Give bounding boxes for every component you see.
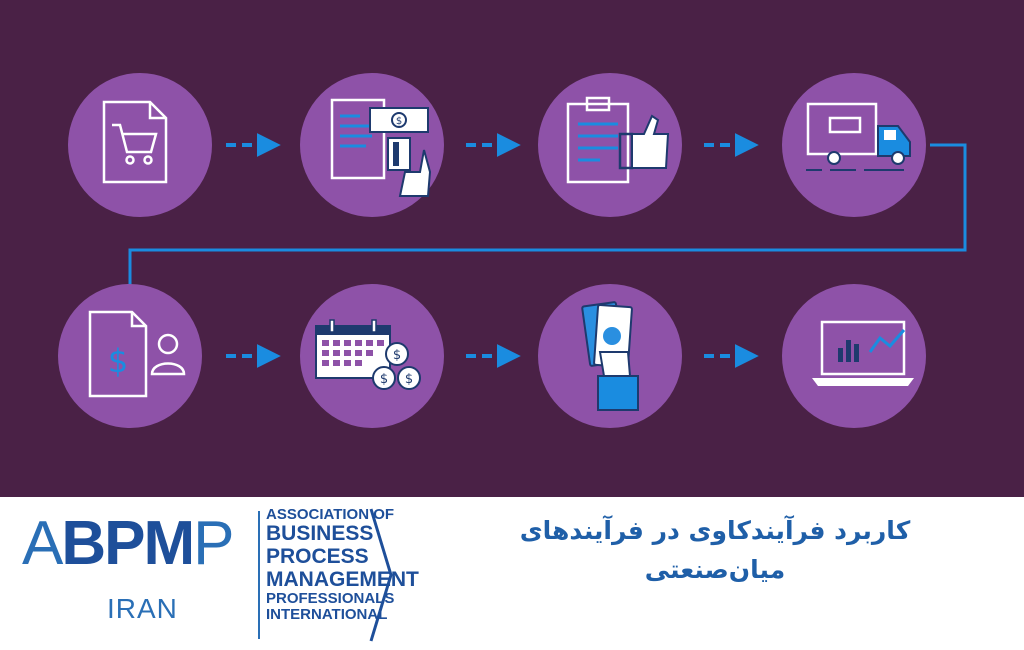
svg-text:$: $ [393,348,401,363]
coin-icon: $ [372,366,396,390]
clipboard-approval-icon [566,96,670,184]
coin-icon: $ [397,366,421,390]
logo-country: IRAN [107,593,178,624]
abpmp-iran-logo: ABPMP IRAN ASSOCIATION OF BUSINESS PROCE… [12,505,419,645]
step-3-circle [538,73,682,217]
title-line-1: کاربرد فرآیندکاوی در فرآیندهای [519,516,911,545]
step-8-circle [782,284,926,428]
step-5-circle: $ [58,284,202,428]
title-line-2: میان‌صنعتی [644,554,786,584]
logo-line-2: BUSINESS [266,522,374,546]
logo-line-5: PROFESSIONALS [266,590,395,608]
logo-chevron-icon [369,508,393,642]
footer-banner [0,497,1024,650]
logo-line-4: MANAGEMENT [266,567,419,591]
calendar-payments-icon: $ $ $ [315,319,421,390]
step-2-circle: $ [300,73,444,217]
process-diagram-panel: $ [0,0,1024,497]
invoice-card-payment-icon: $ [330,98,432,197]
row-connector-line [128,143,967,290]
process-flow-diagram: $ [58,73,967,428]
logo-line-1: ASSOCIATION OF [266,506,395,523]
step-4-circle [782,73,926,217]
logo-wordmark: ABPMP [22,509,235,578]
coin-icon: $ [385,342,409,366]
step-1-circle [68,73,212,217]
step-6-circle: $ $ $ [300,284,444,428]
svg-text:$: $ [405,372,413,387]
customer-invoice-icon [88,310,186,398]
logo-line-6: INTERNATIONAL [266,606,388,624]
svg-text:$: $ [396,116,402,127]
page-title: کاربرد فرآیندکاوی در فرآیندهای میان‌صنعت… [430,512,1000,590]
cash-receipt-icon [581,301,639,411]
step-7-circle [538,284,682,428]
laptop-analytics-icon [812,320,914,386]
logo-association-text: ASSOCIATION OF BUSINESS PROCESS MANAGEME… [266,506,419,624]
dollar-sign-icon: $ [108,342,128,380]
svg-text:$: $ [380,372,388,387]
shopping-cart-order-icon [102,100,168,184]
logo-line-3: PROCESS [266,544,369,568]
logo-divider [258,511,260,639]
delivery-truck-icon [806,102,911,171]
